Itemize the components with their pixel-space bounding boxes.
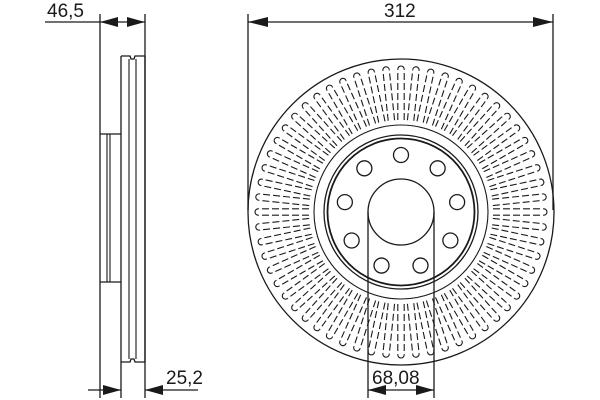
bolt-hole (373, 257, 390, 274)
vane (257, 227, 312, 246)
dimension-thickness: 25,2 (88, 362, 203, 398)
vane (273, 254, 324, 288)
hub-ring-outer (323, 134, 479, 290)
bolt-hole (448, 193, 466, 211)
vane (487, 236, 541, 260)
vane (483, 150, 536, 179)
vane (397, 65, 405, 120)
bolt-hole (442, 232, 459, 249)
bolt-holes (336, 146, 466, 274)
vane-inner-edge (313, 124, 489, 300)
vane (382, 303, 396, 358)
vane (261, 236, 315, 260)
vane (313, 92, 350, 140)
vane (493, 208, 548, 216)
vane (291, 112, 336, 154)
vane (291, 270, 336, 312)
vane (266, 150, 319, 179)
vane (483, 245, 536, 274)
vane (339, 77, 368, 130)
vane (281, 124, 329, 161)
vane (473, 124, 521, 161)
vane (459, 102, 501, 147)
disc-outer-edge (247, 58, 555, 366)
vane (367, 68, 386, 123)
vane (367, 301, 386, 356)
vane (325, 84, 359, 135)
thickness-label: 25,2 (166, 368, 203, 389)
vane (406, 303, 420, 358)
vane (353, 298, 377, 352)
center-bore (367, 178, 435, 246)
vane (443, 289, 477, 340)
vane (261, 164, 315, 188)
vane (473, 263, 521, 300)
vane (325, 289, 359, 340)
vane (257, 178, 312, 197)
vane (301, 102, 343, 147)
front-view: 312 68,08 (247, 1, 555, 398)
side-view: 46,5 25,2 (45, 1, 203, 398)
bolt-hole (336, 193, 354, 211)
vane (255, 193, 310, 207)
vane (478, 254, 529, 288)
cooling-vanes (254, 65, 548, 359)
vane (492, 217, 547, 231)
vane (406, 66, 420, 121)
hub-ring-inner (326, 137, 476, 287)
vane (434, 77, 463, 130)
vane (416, 301, 435, 356)
vane (339, 294, 368, 347)
vane (459, 277, 501, 322)
vane (353, 72, 377, 126)
vane (301, 277, 343, 322)
dimension-overall-height: 46,5 (45, 1, 146, 398)
vane (466, 270, 511, 312)
bolt-hole (343, 232, 360, 249)
vane (255, 217, 310, 231)
vane (416, 68, 435, 123)
dimension-center-bore: 68,08 (367, 212, 435, 398)
vane (281, 263, 329, 300)
bolt-hole (356, 160, 373, 177)
vane (254, 208, 309, 216)
center-bore-label: 68,08 (372, 368, 420, 389)
vane (478, 136, 529, 170)
dimension-outer-diameter: 312 (247, 1, 554, 210)
vane (382, 66, 396, 121)
vane (313, 284, 350, 332)
vane (425, 72, 449, 126)
vane (452, 284, 489, 332)
vane (487, 164, 541, 188)
vane (443, 84, 477, 135)
vane (490, 178, 545, 197)
vane (492, 193, 547, 207)
vane (452, 92, 489, 140)
disc-profile (100, 55, 146, 363)
bolt-hole (392, 146, 410, 164)
vane (466, 112, 511, 154)
overall-height-label: 46,5 (47, 1, 84, 22)
bolt-hole (429, 160, 446, 177)
vane (397, 304, 405, 359)
bolt-hole (412, 257, 429, 274)
vane (273, 136, 324, 170)
vane (425, 298, 449, 352)
vane (490, 227, 545, 246)
outer-diameter-label: 312 (384, 1, 416, 22)
